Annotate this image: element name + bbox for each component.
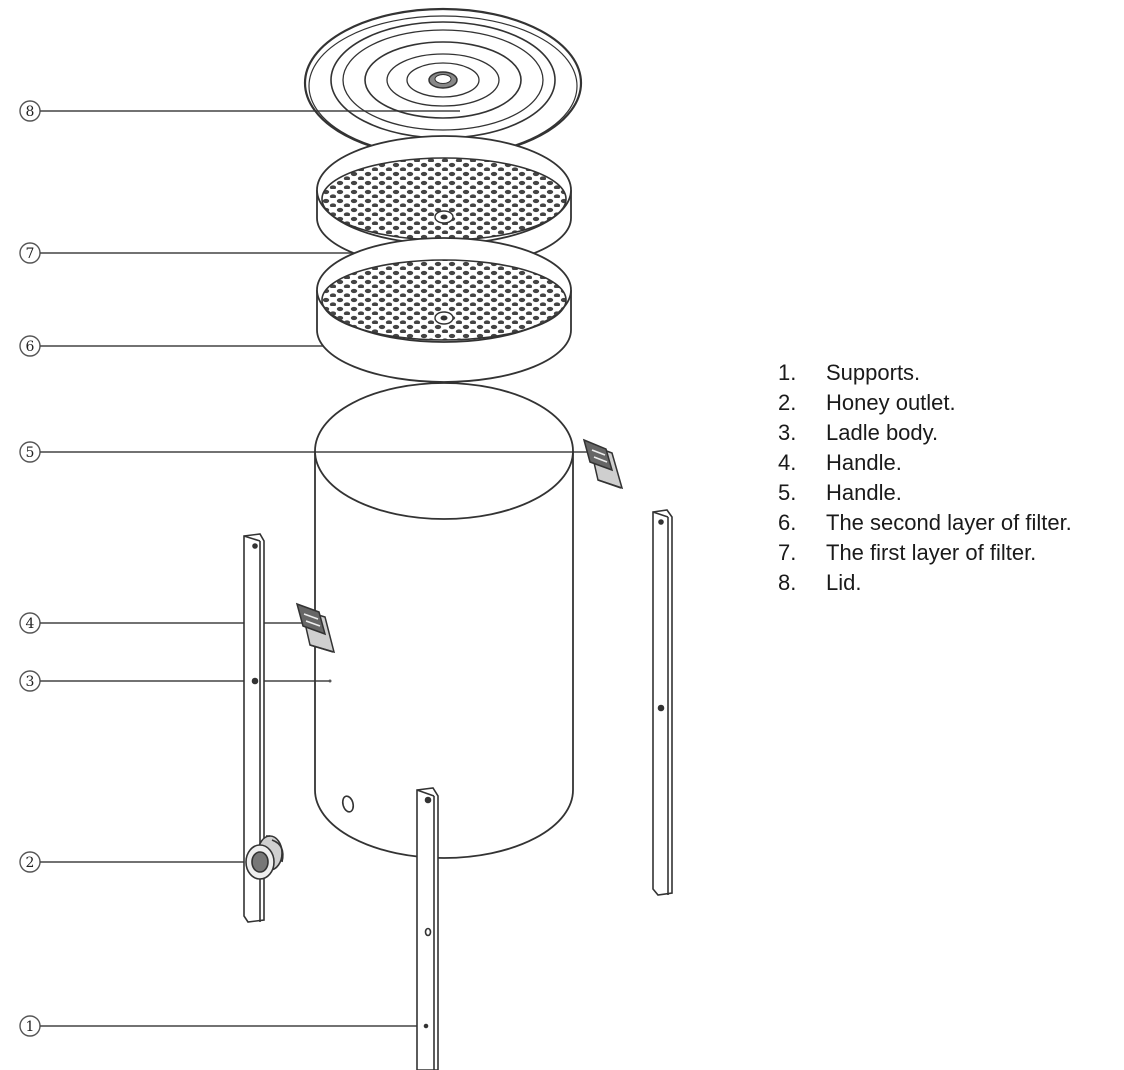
honey-outlet	[245, 835, 284, 880]
handle-4	[295, 602, 336, 654]
callout-5: 5	[19, 441, 600, 463]
legend-item: 3.Ladle body.	[778, 420, 939, 445]
callout-8: 8	[19, 100, 460, 122]
callout-2: 2	[19, 851, 262, 873]
svg-text:4: 4	[26, 616, 35, 632]
legend-item: 2.Honey outlet.	[778, 390, 956, 415]
legend-item: 1.Supports.	[778, 360, 921, 385]
callout-3: 3	[19, 670, 330, 692]
svg-text:3: 3	[26, 674, 35, 690]
svg-text:8: 8	[26, 104, 35, 120]
second-filter-layer	[316, 237, 572, 383]
svg-text:5: 5	[26, 445, 35, 461]
legend-item: 8.Lid.	[778, 570, 862, 595]
svg-text:7: 7	[26, 246, 35, 262]
support-leg-front	[416, 787, 439, 1070]
callout-1: 1	[19, 1015, 426, 1037]
callout-6: 6	[19, 335, 370, 357]
legend-item: 6.The second layer of filter.	[778, 510, 1072, 535]
legend-item: 5.Handle.	[778, 480, 902, 505]
legend-item: 7.The first layer of filter.	[778, 540, 1037, 565]
svg-text:6: 6	[26, 339, 35, 355]
lid	[303, 7, 583, 159]
legend-item: 4.Handle.	[778, 450, 902, 475]
handle-5	[582, 438, 624, 490]
support-leg-right	[652, 509, 673, 896]
parts-legend: 1.Supports. 2.Honey outlet. 3.Ladle body…	[778, 358, 1124, 598]
svg-text:1: 1	[26, 1019, 35, 1035]
ladle-body	[314, 382, 574, 859]
svg-text:2: 2	[26, 855, 35, 871]
